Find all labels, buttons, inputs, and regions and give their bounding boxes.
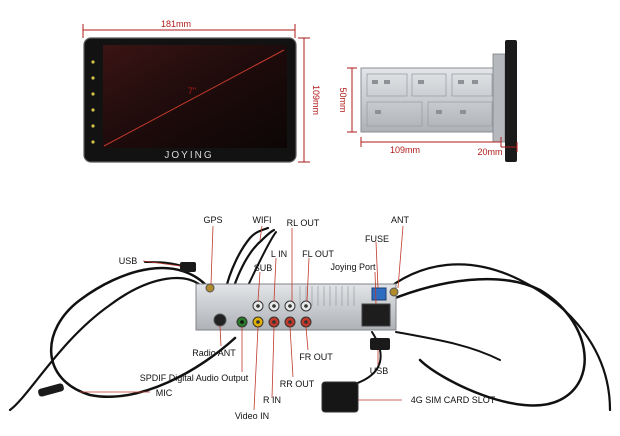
rca-top-row [252, 300, 312, 312]
label-wifi: WIFI [253, 215, 272, 225]
diagonal-line [103, 49, 285, 147]
height-dimension: 109mm [298, 37, 321, 163]
label-ant: ANT [391, 215, 410, 225]
diagonal-label: 7" [188, 86, 196, 96]
wiring-view: GPS WIFI RL OUT ANT USB SUB L IN FL OUT … [8, 215, 612, 421]
label-video-in: Video IN [235, 411, 269, 421]
chassis-depth-label: 109mm [390, 145, 420, 155]
label-l-in: L IN [271, 249, 287, 259]
label-sim-slot: 4G SIM CARD SLOT [411, 395, 496, 405]
radio-ant-socket [213, 313, 227, 327]
front-depth-label: 20mm [477, 147, 502, 157]
label-fl-out: FL OUT [302, 249, 334, 259]
label-rr-out: RR OUT [280, 379, 315, 389]
width-label: 181mm [161, 19, 191, 29]
sim-card-module [321, 381, 359, 413]
joying-port-connector [361, 303, 391, 327]
side-chassis [360, 67, 502, 133]
brand-logo: JOYING [164, 150, 213, 161]
label-joying-port: Joying Port [330, 262, 376, 272]
front-depth-dimension: 20mm [477, 142, 518, 157]
mic-connector [38, 383, 64, 397]
leader-lines [80, 225, 404, 411]
front-view: 181mm 109mm 7" JOYING [82, 19, 321, 163]
cables [8, 226, 612, 412]
touch-screen [103, 45, 287, 148]
label-usb-left: USB [119, 256, 138, 266]
chassis-depth-dimension: 109mm [360, 137, 502, 155]
width-dimension: 181mm [82, 19, 296, 38]
label-rl-out: RL OUT [287, 218, 320, 228]
side-view: 50mm 109mm 20mm [338, 40, 518, 162]
rca-bottom-row [236, 316, 312, 328]
label-r-in: R IN [263, 395, 281, 405]
usb-left-plug [180, 262, 196, 272]
fuse-block [371, 287, 387, 301]
ant-socket [389, 287, 399, 297]
mount-bracket [492, 53, 506, 143]
chassis-height-label: 50mm [338, 87, 348, 112]
height-label: 109mm [311, 85, 321, 115]
screen-side-profile [505, 40, 517, 162]
label-usb-right: USB [370, 366, 389, 376]
label-spdif: SPDIF Digital Audio Output [140, 373, 249, 383]
side-buttons [91, 60, 95, 144]
usb-right-plug [370, 338, 390, 350]
label-fr-out: FR OUT [299, 352, 333, 362]
chassis-height-dimension: 50mm [338, 67, 357, 133]
label-sub: SUB [254, 263, 273, 273]
label-fuse: FUSE [365, 234, 389, 244]
gps-socket [205, 283, 215, 293]
label-radio-ant: Radio ANT [192, 348, 236, 358]
label-mic: MIC [156, 388, 173, 398]
label-gps: GPS [203, 215, 222, 225]
